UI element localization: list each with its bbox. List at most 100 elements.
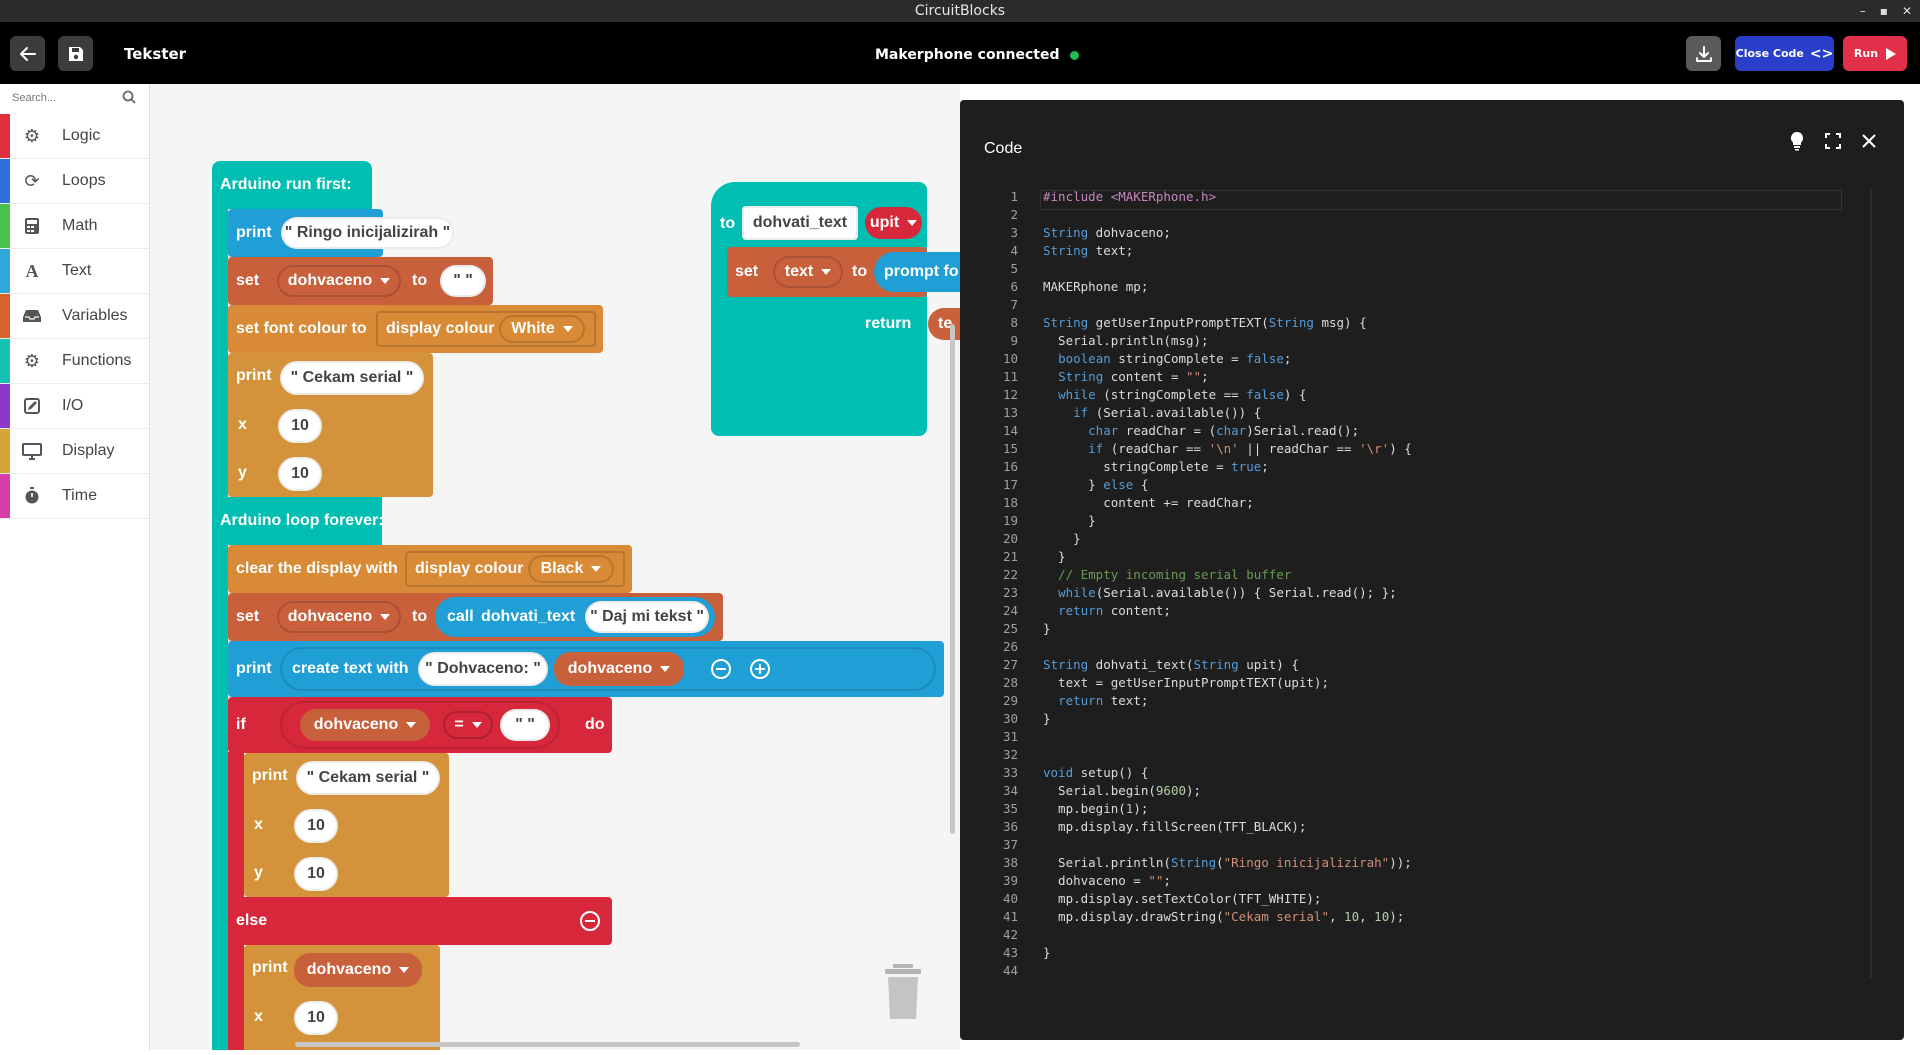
maximize-button[interactable]: ▪: [1879, 4, 1888, 18]
empty-string-pill[interactable]: " ": [440, 265, 486, 297]
operator-dropdown[interactable]: =: [443, 711, 493, 739]
block-label: set: [236, 608, 260, 625]
category-color-strip: [0, 429, 10, 473]
block-label: print: [252, 959, 288, 976]
code-text: dohvaceno = "";: [1043, 873, 1171, 888]
block-label: if: [236, 716, 246, 733]
lightbulb-icon[interactable]: [1786, 130, 1808, 152]
save-button[interactable]: [58, 36, 93, 71]
fn-to-label: to: [720, 215, 736, 232]
variable-dropdown[interactable]: text: [773, 256, 843, 288]
function-name-field[interactable]: dohvati_text: [742, 206, 858, 240]
code-text: if (readChar == '\n' || readChar == '\r'…: [1088, 441, 1412, 456]
else-block[interactable]: else: [228, 897, 612, 945]
colour-dropdown-white[interactable]: White: [499, 315, 585, 343]
close-code-button[interactable]: Close Code <>: [1735, 36, 1834, 71]
code-text: String content = "";: [1058, 369, 1209, 384]
search-icon[interactable]: [122, 89, 136, 108]
line-number: 13: [1002, 405, 1018, 420]
category-logic[interactable]: ⚙ Logic: [0, 114, 149, 159]
back-button[interactable]: [10, 36, 45, 71]
category-color-strip: [0, 474, 10, 518]
variable-dropdown[interactable]: dohvaceno: [294, 953, 422, 987]
code-panel-title: Code: [984, 140, 1023, 157]
project-title: Tekster: [124, 45, 187, 63]
parameter-upit[interactable]: upit: [865, 207, 922, 239]
variable-dropdown[interactable]: dohvaceno: [277, 601, 401, 633]
plus-circle-icon[interactable]: +: [750, 659, 770, 679]
number-value-pill[interactable]: 10: [294, 809, 338, 843]
code-text: }: [1043, 711, 1051, 726]
number-value-pill[interactable]: 10: [294, 1001, 338, 1035]
trash-icon[interactable]: [883, 964, 923, 1024]
text-value-pill[interactable]: " Cekam serial ": [296, 761, 440, 795]
window-controls: – ▪ ✕: [1860, 0, 1912, 22]
block-label: set: [735, 263, 759, 280]
category-functions[interactable]: ⚙ Functions: [0, 339, 149, 384]
line-number: 23: [1002, 585, 1018, 600]
x-label: x: [254, 816, 263, 833]
variable-dropdown[interactable]: dohvaceno: [300, 709, 430, 741]
number-value-pill[interactable]: 10: [278, 409, 322, 443]
block-label: print: [236, 224, 272, 241]
text-value-pill[interactable]: " Cekam serial ": [280, 361, 424, 395]
code-text: content += readChar;: [1043, 495, 1254, 510]
code-text: stringComplete = true;: [1043, 459, 1269, 474]
code-text: String text;: [1043, 243, 1134, 258]
close-window-button[interactable]: ✕: [1901, 4, 1912, 18]
category-color-strip: [0, 384, 10, 428]
category-color-strip: [0, 114, 10, 158]
line-number: 27: [1002, 657, 1018, 672]
minus-circle-icon[interactable]: [711, 659, 731, 679]
category-math[interactable]: Math: [0, 204, 149, 249]
search-input[interactable]: [10, 88, 114, 108]
return-value-text: te: [938, 315, 953, 332]
line-number: 25: [1002, 621, 1018, 636]
gear-icon: ⚙: [23, 350, 41, 372]
category-display[interactable]: Display: [0, 429, 149, 474]
category-label: Math: [62, 217, 98, 234]
gears-icon: ⚙: [23, 125, 41, 147]
number-value-pill[interactable]: 10: [278, 457, 322, 491]
line-number: 43: [1002, 945, 1018, 960]
category-io[interactable]: I/O: [0, 384, 149, 429]
vertical-scrollbar[interactable]: [950, 324, 955, 834]
number-value-pill[interactable]: 10: [294, 857, 338, 891]
code-text: Serial.begin(9600);: [1043, 783, 1202, 798]
run-button[interactable]: Run: [1843, 36, 1907, 71]
colour-dropdown-black[interactable]: Black: [528, 555, 614, 583]
line-number: 9: [1010, 333, 1018, 348]
prompt-block[interactable]: prompt fo: [874, 252, 960, 292]
line-number: 28: [1002, 675, 1018, 690]
horizontal-scrollbar[interactable]: [295, 1042, 800, 1047]
variable-dropdown[interactable]: dohvaceno: [277, 265, 401, 297]
variable-dropdown[interactable]: dohvaceno: [554, 652, 684, 686]
category-text[interactable]: A Text: [0, 249, 149, 294]
text-value-pill[interactable]: " Ringo inicijalizirah ": [281, 217, 454, 249]
empty-string-pill[interactable]: " ": [500, 709, 550, 741]
minus-circle-icon[interactable]: [580, 911, 600, 931]
blocks-workspace[interactable]: Arduino run first: print " Ringo inicija…: [150, 84, 960, 1050]
text-value-pill[interactable]: " Dohvaceno: ": [418, 652, 548, 686]
connection-indicator: [1069, 50, 1079, 60]
line-number: 36: [1002, 819, 1018, 834]
close-panel-icon[interactable]: [1858, 130, 1880, 152]
code-text: mp.display.drawString("Cekam serial", 10…: [1043, 909, 1405, 924]
fullscreen-icon[interactable]: [1822, 130, 1844, 152]
minimize-button[interactable]: –: [1859, 4, 1866, 18]
text-value-pill[interactable]: " Daj mi tekst ": [585, 601, 709, 633]
code-brackets-icon: <>: [1809, 45, 1834, 62]
arduino-run-first-block[interactable]: Arduino run first:: [212, 161, 372, 209]
arduino-loop-forever-block[interactable]: Arduino loop forever:: [212, 497, 384, 545]
code-scrollbar[interactable]: [1870, 188, 1872, 978]
code-text: }: [1043, 621, 1051, 636]
download-button[interactable]: [1686, 36, 1721, 71]
category-time[interactable]: Time: [0, 474, 149, 519]
return-value[interactable]: te: [928, 308, 960, 340]
line-number: 16: [1002, 459, 1018, 474]
line-number: 38: [1002, 855, 1018, 870]
category-variables[interactable]: Variables: [0, 294, 149, 339]
category-loops[interactable]: ⟳ Loops: [0, 159, 149, 204]
code-text: Serial.println(msg);: [1043, 333, 1209, 348]
